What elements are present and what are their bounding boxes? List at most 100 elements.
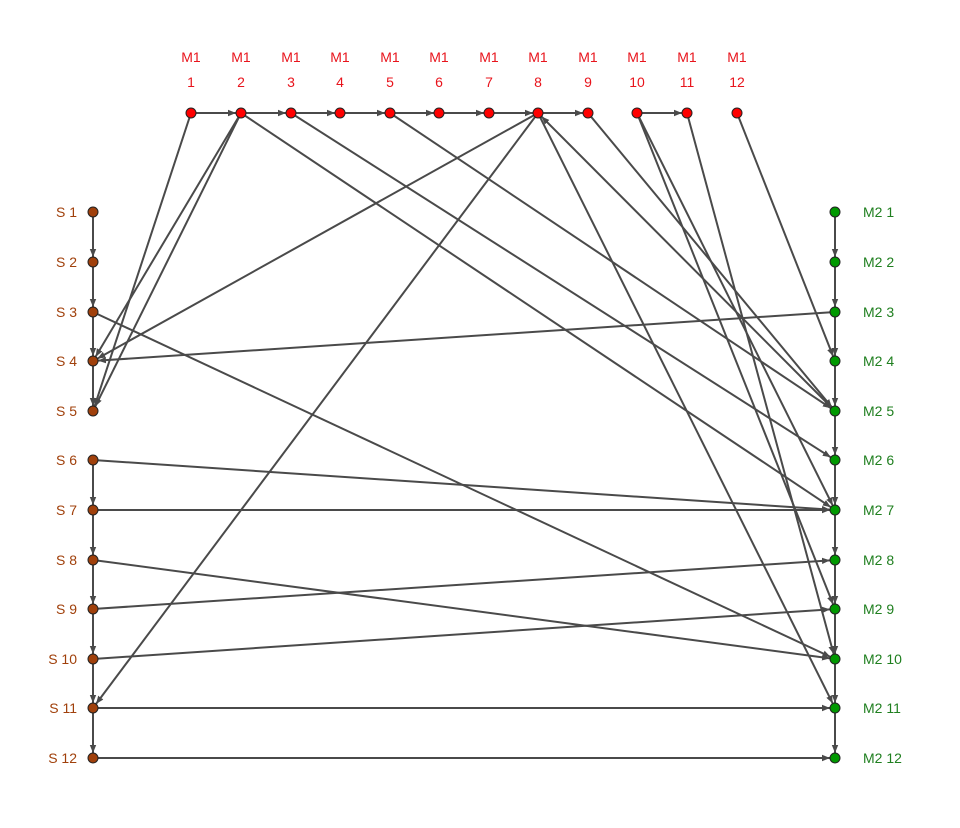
m1-label-number: 12 [729, 74, 745, 90]
node-m1_3[interactable] [285, 107, 297, 119]
node-m2_11[interactable] [829, 702, 841, 714]
m2-node-label: M2 2 [863, 254, 894, 270]
node-m2_2[interactable] [829, 256, 841, 268]
m1-label-number: 2 [237, 74, 245, 90]
node-s_2[interactable] [87, 256, 99, 268]
m2-node-label: M2 11 [863, 700, 901, 716]
edge-m1_10-to-m2_9 [636, 112, 835, 605]
m2-node-label: M2 12 [863, 750, 902, 766]
node-s_3[interactable] [87, 306, 99, 318]
node-s_8[interactable] [87, 554, 99, 566]
edge-m1_1-to-s_5 [93, 112, 192, 407]
edge-s_8-to-m2_10 [92, 559, 831, 661]
node-s_12[interactable] [87, 752, 99, 764]
s-node-label: S 9 [56, 601, 77, 617]
edge-m2_5-to-m1_8 [540, 115, 836, 412]
node-s_4[interactable] [87, 355, 99, 367]
edge-m2_3-to-s_4 [97, 311, 836, 364]
m1-label-number: 10 [629, 74, 645, 90]
node-m1_11[interactable] [681, 107, 693, 119]
m1-label-number: 1 [187, 74, 195, 90]
m1-label-prefix: M1 [528, 49, 548, 65]
m1-label-prefix: M1 [677, 49, 697, 65]
node-m1_5[interactable] [384, 107, 396, 119]
m2-node-label: M2 9 [863, 601, 894, 617]
node-s_5[interactable] [87, 405, 99, 417]
node-m1_12[interactable] [731, 107, 743, 119]
node-m2_9[interactable] [829, 603, 841, 615]
edge-m1_2-to-m2_7 [240, 112, 832, 509]
node-m2_12[interactable] [829, 752, 841, 764]
node-m1_9[interactable] [582, 107, 594, 119]
s-node-label: S 5 [56, 403, 77, 419]
node-m2_10[interactable] [829, 653, 841, 665]
m1-label-prefix: M1 [429, 49, 449, 65]
edges-layer [89, 109, 839, 762]
edge-s_9-to-m2_8 [92, 557, 831, 610]
node-m2_3[interactable] [829, 306, 841, 318]
m1-label-prefix: M1 [727, 49, 747, 65]
m1-label-number: 5 [386, 74, 394, 90]
edge-m1_10-to-m2_7 [636, 112, 834, 506]
m1-label-prefix: M1 [479, 49, 499, 65]
m2-node-label: M2 4 [863, 353, 894, 369]
m1-label-prefix: M1 [627, 49, 647, 65]
m1-label-number: 7 [485, 74, 493, 90]
s-node-label: S 2 [56, 254, 77, 270]
m1-label-number: 6 [435, 74, 443, 90]
s-node-label: S 7 [56, 502, 77, 518]
m1-label-prefix: M1 [380, 49, 400, 65]
s-node-label: S 3 [56, 304, 77, 320]
edge-m1_11-to-m2_10 [686, 112, 835, 655]
edge-m1_2-to-s_4 [94, 112, 242, 358]
s-node-label: S 1 [56, 204, 77, 220]
node-m2_7[interactable] [829, 504, 841, 516]
m1-label-prefix: M1 [181, 49, 201, 65]
m2-node-label: M2 6 [863, 452, 894, 468]
m1-label-prefix: M1 [330, 49, 350, 65]
node-m1_2[interactable] [235, 107, 247, 119]
m2-node-label: M2 10 [863, 651, 902, 667]
node-s_7[interactable] [87, 504, 99, 516]
node-m1_7[interactable] [483, 107, 495, 119]
edge-m1_2-to-s_5 [94, 112, 242, 407]
node-s_1[interactable] [87, 206, 99, 218]
node-m2_4[interactable] [829, 355, 841, 367]
node-m1_10[interactable] [631, 107, 643, 119]
m1-label-prefix: M1 [281, 49, 301, 65]
s-node-label: S 8 [56, 552, 77, 568]
edge-m1_8-to-s_4 [96, 112, 539, 360]
node-s_10[interactable] [87, 653, 99, 665]
edge-s_10-to-m2_9 [92, 606, 831, 660]
edge-m1_8-to-s_11 [95, 112, 539, 705]
m1-label-number: 3 [287, 74, 295, 90]
s-node-label: S 11 [49, 700, 77, 716]
edge-m1_3-to-m2_6 [290, 112, 832, 459]
node-m2_6[interactable] [829, 454, 841, 466]
edge-m1_5-to-m2_5 [389, 112, 832, 410]
nodes-layer [87, 107, 841, 764]
m1-label-number: 4 [336, 74, 344, 90]
node-s_9[interactable] [87, 603, 99, 615]
s-node-label: S 6 [56, 452, 77, 468]
node-s_6[interactable] [87, 454, 99, 466]
m1-label-number: 11 [680, 74, 695, 90]
node-m2_5[interactable] [829, 405, 841, 417]
node-m1_1[interactable] [185, 107, 197, 119]
s-node-label: S 4 [56, 353, 77, 369]
m1-label-number: 9 [584, 74, 592, 90]
m2-node-label: M2 3 [863, 304, 894, 320]
node-m2_1[interactable] [829, 206, 841, 218]
m1-label-prefix: M1 [231, 49, 251, 65]
node-m2_8[interactable] [829, 554, 841, 566]
edge-m1_12-to-m2_4 [736, 112, 835, 357]
node-m1_4[interactable] [334, 107, 346, 119]
node-s_11[interactable] [87, 702, 99, 714]
m2-node-label: M2 1 [863, 204, 894, 220]
node-m1_6[interactable] [433, 107, 445, 119]
edge-m1_8-to-m2_11 [537, 112, 834, 704]
node-m1_8[interactable] [532, 107, 544, 119]
m2-node-label: M2 7 [863, 502, 894, 518]
m1-label-number: 8 [534, 74, 542, 90]
